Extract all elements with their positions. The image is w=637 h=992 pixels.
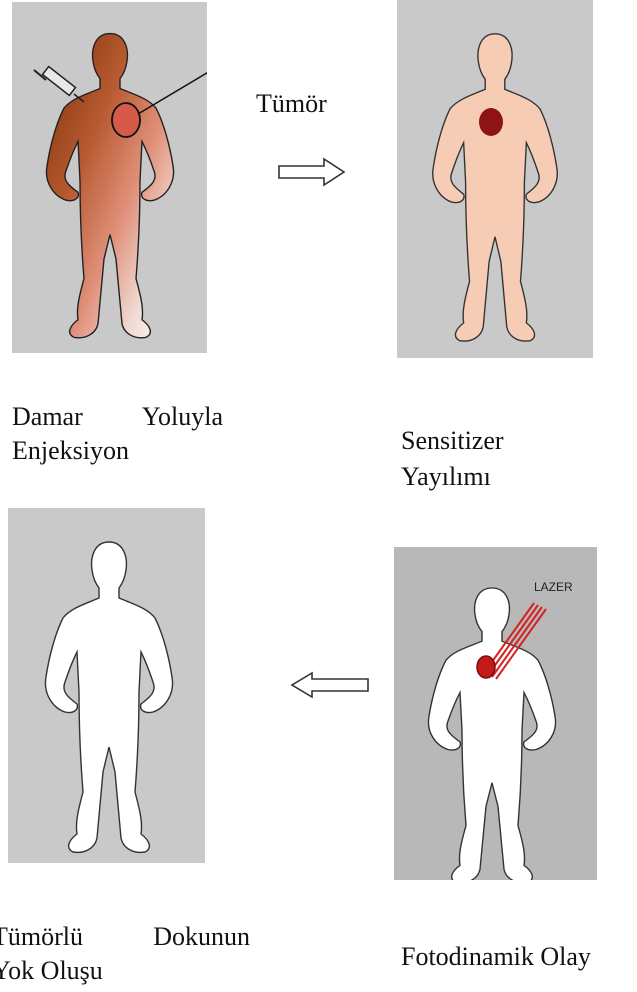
tumor-outline-icon — [112, 103, 140, 137]
right-arrow-icon — [278, 157, 348, 187]
laser-figure-icon: LAZER — [394, 547, 597, 880]
laser-tumor-spot-icon — [477, 656, 495, 678]
photodynamic-panel: LAZER — [394, 547, 597, 880]
injection-panel — [12, 2, 207, 353]
sensitizer-figure-icon — [397, 0, 593, 358]
tumor-spot-icon — [479, 108, 503, 136]
step2-label-line1: Sensitizer — [401, 424, 504, 458]
step1-label-line1: Damar Yoluyla — [12, 400, 223, 434]
result-panel — [8, 508, 205, 863]
injection-figure-icon — [12, 2, 207, 353]
step3-label-line1: Tümörlü Dokunun — [0, 920, 250, 954]
step4-label: Fotodinamik Olay — [401, 940, 591, 974]
syringe-icon — [34, 67, 84, 102]
laser-label: LAZER — [534, 580, 573, 594]
healthy-figure-icon — [8, 508, 205, 863]
step3-label-line2: Yok Oluşu — [0, 954, 103, 988]
sensitizer-panel — [397, 0, 593, 358]
left-arrow-icon — [290, 671, 370, 699]
step1-label-line2: Enjeksiyon — [12, 434, 129, 468]
step2-label-line2: Yayılımı — [401, 460, 491, 494]
tumor-label: Tümör — [256, 87, 327, 121]
